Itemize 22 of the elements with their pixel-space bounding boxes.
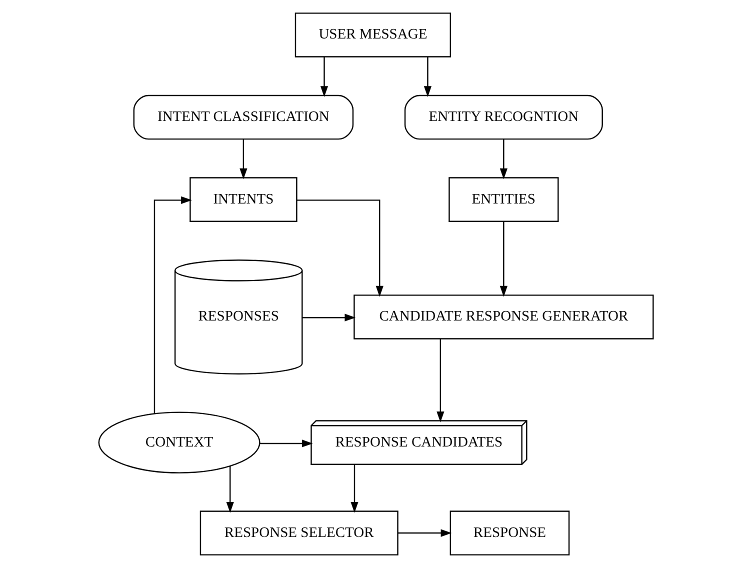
arrow [296, 200, 384, 297]
arrow [154, 196, 192, 414]
arrow [424, 57, 432, 97]
node-box: USER MESSAGE [294, 12, 452, 58]
arrow [226, 466, 234, 513]
node-box: INTENT CLASSIFICATION [133, 94, 354, 140]
node-box: ENTITY RECOGNTION [404, 94, 603, 140]
arrow [320, 57, 328, 97]
node-box: CANDIDATE RESPONSE GENERATOR [354, 294, 654, 340]
arrow [398, 529, 452, 537]
arrow [500, 139, 508, 180]
arrow [302, 314, 356, 322]
arrow [500, 222, 508, 297]
arrow [260, 440, 313, 448]
node-box: INTENTS [190, 177, 298, 222]
node-box: RESPONSE [450, 510, 570, 556]
node-box: ENTITIES [448, 177, 559, 222]
node-box: RESPONSE SELECTOR [200, 510, 398, 556]
arrow [240, 139, 248, 180]
arrow [350, 464, 358, 513]
arrow [436, 338, 444, 422]
node-ellipse: CONTEXT [98, 412, 260, 474]
